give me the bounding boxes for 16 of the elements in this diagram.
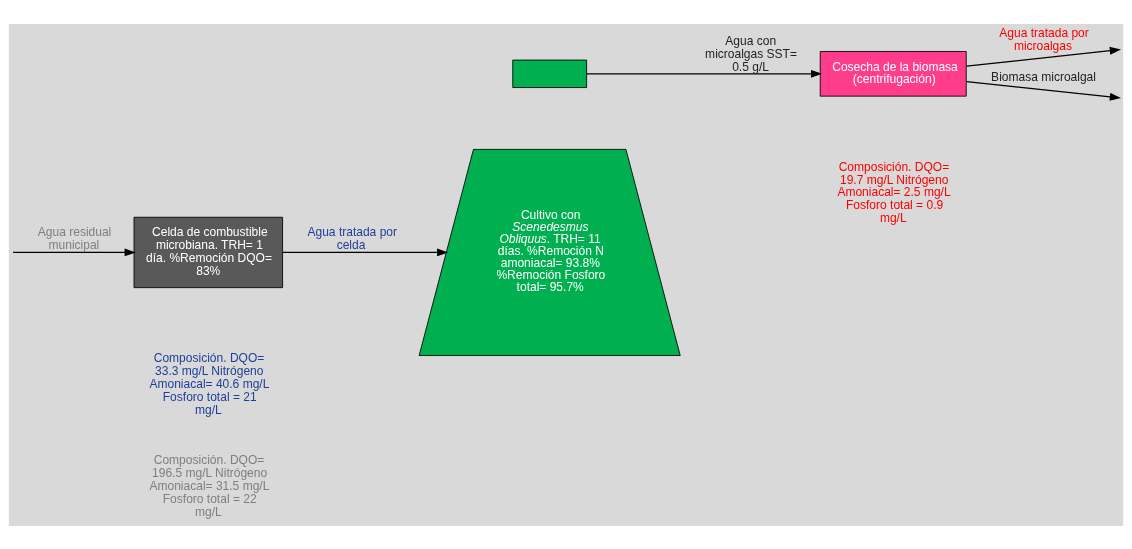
edge-label: Biomasa microalgal xyxy=(991,69,1096,84)
label: Composición. DQO= 196.5 mg/L Nitrógeno Amoniacal= 31.5 mg/L Fosforo total = 22 mg/L xyxy=(149,452,270,519)
label: Composición. DQO= 19.7 mg/L Nitrógeno Amoniacal= 2.5 mg/L Fosforo total = 0.9 mg/L xyxy=(837,159,951,225)
arrow xyxy=(586,69,823,78)
edge-label: Agua con microalgas SST= 0.5 g/L xyxy=(705,33,797,74)
edge-label: Agua tratada por microalgas xyxy=(999,25,1089,53)
edge-label: Agua tratada por celda xyxy=(307,224,397,252)
arrow xyxy=(282,248,449,256)
arrow xyxy=(12,248,136,256)
node-box: Celda de combustible microbiana. TRH= 1 día. %Remoción DQO= 83% xyxy=(133,216,283,288)
label: Composición. DQO= 33.3 mg/L Nitrógeno Amoniacal= 40.6 mg/L Fosforo total = 21 mg/L xyxy=(149,350,270,417)
edge-label: Agua residual municipal xyxy=(37,224,112,252)
node-box xyxy=(512,59,588,88)
arrow xyxy=(965,46,1121,67)
node-box: Cosecha de la biomasa (centrifugación) xyxy=(819,50,967,97)
arrow xyxy=(965,80,1121,101)
